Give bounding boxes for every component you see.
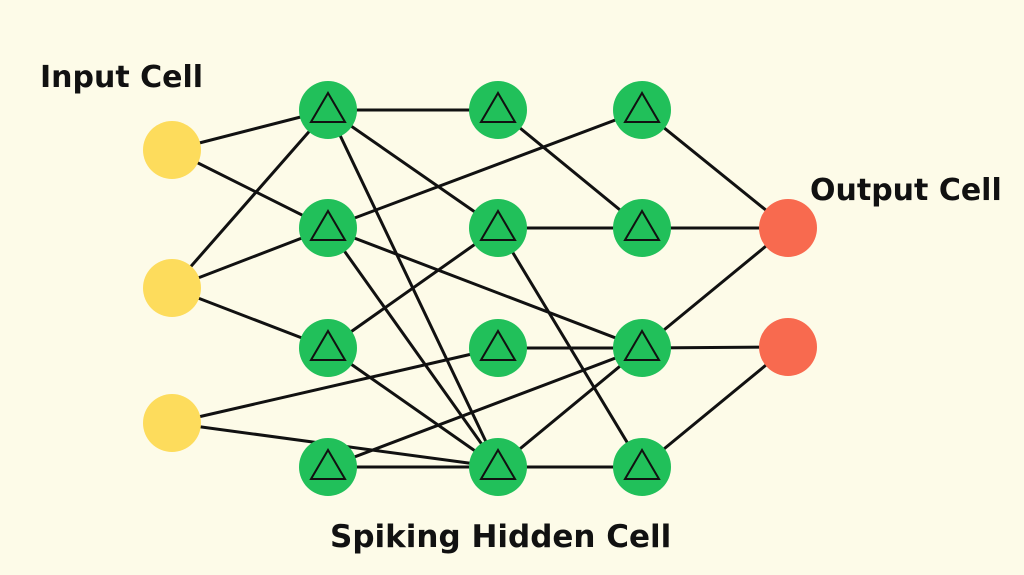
- connection-h3-4-to-out-2: [640, 345, 790, 469]
- spike-triangle-icon: [479, 91, 517, 123]
- input-cell-circle: [143, 394, 201, 452]
- connection-in-2-to-h1-1: [170, 108, 330, 290]
- hidden-cell-h3-3: [613, 319, 671, 377]
- connection-in-3-to-h2-3: [170, 346, 500, 425]
- hidden-cell-h1-1: [299, 81, 357, 139]
- hidden-cell-h1-3: [299, 319, 357, 377]
- hidden-cell-h1-2: [299, 199, 357, 257]
- connection-h1-2-to-h2-4: [326, 226, 500, 469]
- connection-h3-3-to-out-1: [640, 226, 790, 350]
- hidden-cell-circle: [613, 319, 671, 377]
- spike-triangle-icon: [309, 91, 347, 123]
- hidden-cell-h2-3: [469, 319, 527, 377]
- output-cell-label: Output Cell: [810, 173, 1002, 208]
- connection-h1-4-to-h3-3: [326, 346, 644, 469]
- spiking-hidden-cell-label: Spiking Hidden Cell: [330, 519, 672, 555]
- connection-h2-1-to-h3-2: [496, 108, 644, 230]
- connections-layer: [170, 108, 790, 469]
- hidden-cell-h2-4: [469, 438, 527, 496]
- hidden-cell-h2-2: [469, 199, 527, 257]
- output-cell-circle: [759, 199, 817, 257]
- spike-triangle-icon: [309, 209, 347, 241]
- hidden-cell-circle: [299, 199, 357, 257]
- hidden-cell-h1-4: [299, 438, 357, 496]
- connection-h3-1-to-out-1: [640, 108, 790, 230]
- spike-triangle-icon: [479, 329, 517, 361]
- spike-triangle-icon: [623, 91, 661, 123]
- hidden-cell-circle: [613, 81, 671, 139]
- spike-triangle-icon: [309, 448, 347, 480]
- input-cell-in-2: [143, 259, 201, 317]
- output-cell-circle: [759, 318, 817, 376]
- hidden-cell-h3-1: [613, 81, 671, 139]
- input-cell-in-1: [143, 121, 201, 179]
- spike-triangle-icon: [623, 329, 661, 361]
- hidden-cell-circle: [469, 319, 527, 377]
- input-cell-circle: [143, 259, 201, 317]
- hidden-cell-circle: [299, 438, 357, 496]
- hidden-cell-circle: [613, 438, 671, 496]
- hidden-cell-h3-4: [613, 438, 671, 496]
- connection-h2-4-to-h3-3: [496, 346, 644, 469]
- spike-triangle-icon: [479, 448, 517, 480]
- hidden-cell-circle: [613, 199, 671, 257]
- hidden-cell-circle: [469, 81, 527, 139]
- spike-triangle-icon: [623, 448, 661, 480]
- input-cell-circle: [143, 121, 201, 179]
- output-cell-out-1: [759, 199, 817, 257]
- connection-h1-1-to-h2-2: [326, 108, 500, 230]
- connection-h1-2-to-h3-3: [326, 226, 644, 350]
- hidden-cell-circle: [299, 319, 357, 377]
- connection-h1-2-to-h3-1: [326, 108, 644, 230]
- hidden-cell-circle: [469, 438, 527, 496]
- connection-in-1-to-h1-2: [170, 148, 330, 230]
- connection-h1-3-to-h2-4: [326, 346, 500, 469]
- spike-triangle-icon: [479, 209, 517, 241]
- hidden-cell-h2-1: [469, 81, 527, 139]
- hidden-cell-h3-2: [613, 199, 671, 257]
- output-cell-out-2: [759, 318, 817, 376]
- spike-triangle-icon: [309, 329, 347, 361]
- hidden-cell-circle: [469, 199, 527, 257]
- hidden-cell-circle: [299, 81, 357, 139]
- connection-h1-3-to-h2-2: [326, 226, 500, 350]
- cells-layer: [143, 81, 817, 496]
- input-cell-in-3: [143, 394, 201, 452]
- input-cell-label: Input Cell: [40, 60, 204, 95]
- spike-triangle-icon: [623, 209, 661, 241]
